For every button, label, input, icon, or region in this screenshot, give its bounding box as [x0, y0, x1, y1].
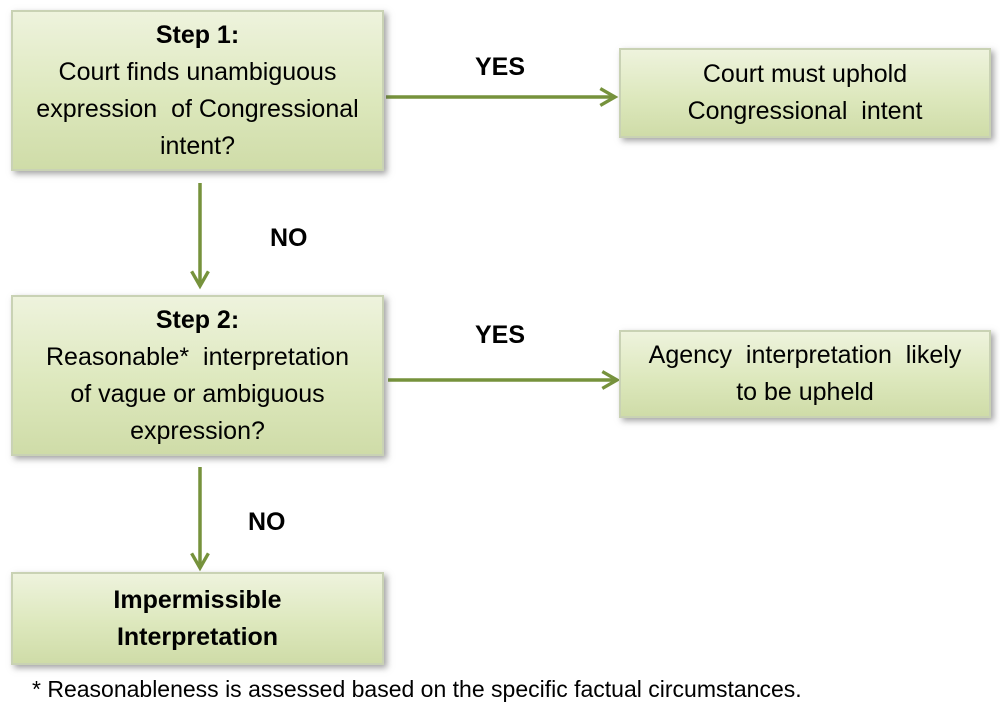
agency-line: to be upheld — [736, 378, 874, 406]
step1-box: Step 1: Court finds unambiguous expressi… — [11, 10, 384, 171]
uphold-outcome-box: Court must uphold Congressional intent — [619, 48, 991, 138]
uphold-line: Congressional intent — [687, 97, 923, 125]
step2-box: Step 2: Reasonable* interpretation of va… — [11, 295, 384, 456]
impermissible-line: Interpretation — [116, 622, 279, 651]
uphold-line: Court must uphold — [702, 60, 908, 88]
step2-line: expression? — [130, 416, 265, 445]
step2-no-label: NO — [248, 508, 286, 536]
step1-line: intent? — [159, 131, 236, 160]
step2-line: Reasonable* interpretation — [46, 342, 349, 371]
step1-line: Court finds unambiguous — [58, 57, 337, 86]
step2-yes-label: YES — [475, 321, 526, 349]
step2-heading: Step 2: — [155, 305, 240, 334]
agency-outcome-box: Agency interpretation likely to be uphel… — [619, 330, 991, 418]
step1-line: expression of Congressional — [36, 94, 359, 123]
footnote: * Reasonableness is assessed based on th… — [32, 676, 802, 702]
impermissible-line: Impermissible — [113, 585, 282, 614]
step2-line: of vague or ambiguous — [70, 379, 325, 408]
step1-heading: Step 1: — [155, 20, 240, 49]
step1-no-label: NO — [270, 224, 308, 252]
agency-line: Agency interpretation likely — [648, 341, 962, 369]
step1-yes-label: YES — [475, 53, 526, 81]
impermissible-outcome-box: Impermissible Interpretation — [11, 572, 384, 665]
